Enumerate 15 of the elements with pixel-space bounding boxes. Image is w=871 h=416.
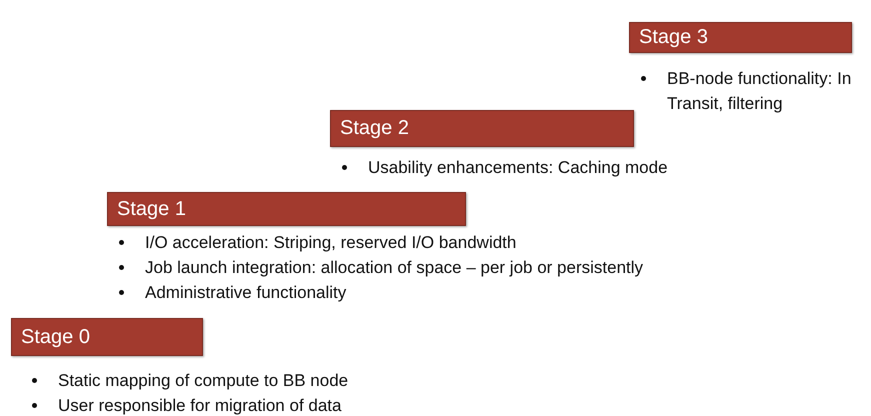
bullet-item: I/O acceleration: Striping, reserved I/O bandwidth (116, 230, 644, 255)
bullet-item: Static mapping of compute to BB node (29, 368, 348, 393)
stage-box (330, 110, 634, 147)
stage-heading: Stage 0 (21, 326, 90, 348)
bullet-item: Usability enhancements: Caching mode (339, 155, 668, 180)
stage-box (629, 22, 852, 53)
bullet-item: BB-node functionality: In Transit, filtering (638, 66, 858, 116)
stage-heading: Stage 2 (340, 117, 409, 140)
stage-box (107, 192, 466, 226)
bullet-item: Administrative functionality (116, 280, 644, 305)
stage-box (11, 318, 203, 356)
bullet-item: User responsible for migration of data (29, 393, 348, 416)
bullet-item: Job launch integration: allocation of space – per job or persistently (116, 255, 644, 280)
stage-heading: Stage 3 (639, 26, 708, 49)
stage-heading: Stage 1 (117, 198, 186, 220)
